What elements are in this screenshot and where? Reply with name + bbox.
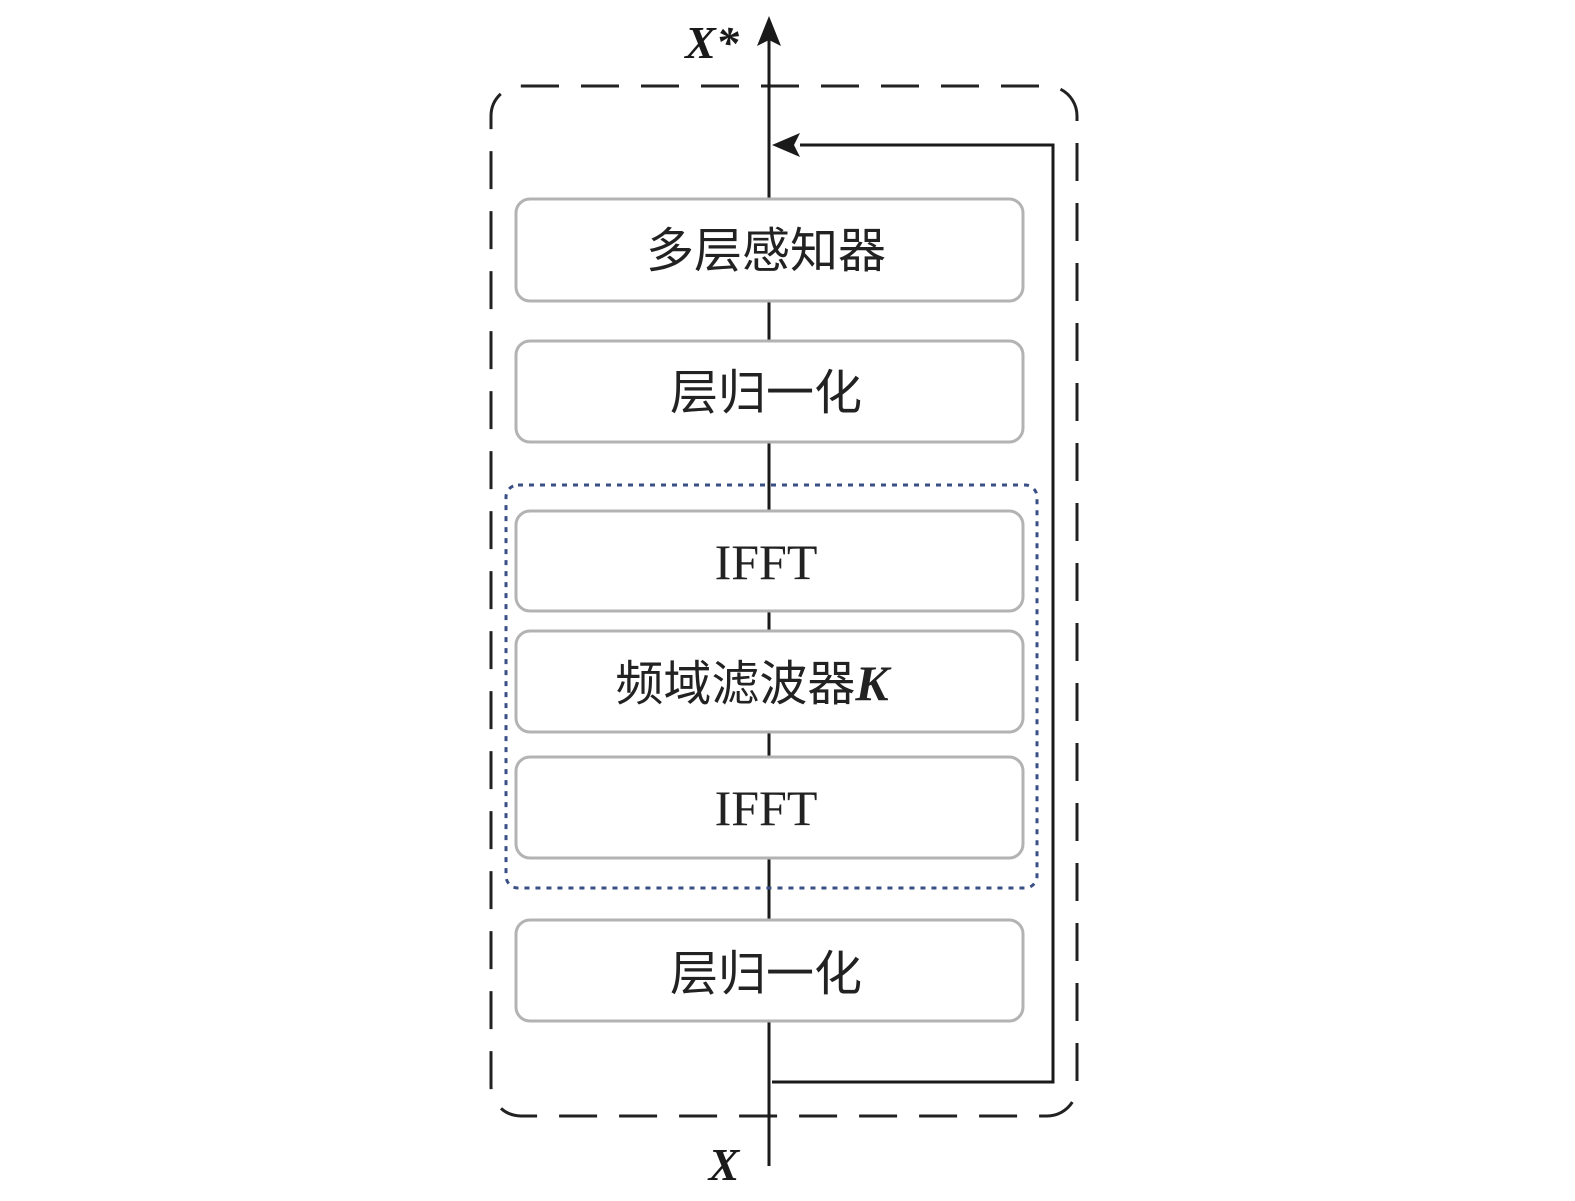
freq-filter-block: 频域滤波器K: [514, 629, 1025, 734]
mlp-label: 多层感知器: [646, 223, 886, 279]
freq-filter-label: 频域滤波器K: [615, 655, 892, 712]
layernorm-bottom-label: 层归一化: [670, 946, 862, 1002]
freq-filter-k-symbol: K: [854, 655, 892, 711]
frequency-domain-group: [504, 483, 1039, 890]
layernorm-bottom-block: 层归一化: [514, 918, 1025, 1023]
output-label: X*: [683, 17, 740, 68]
output-arrowhead: [757, 16, 781, 46]
freq-filter-label-text: 频域滤波器: [615, 656, 855, 712]
residual-connection: [772, 143, 1055, 1084]
layernorm-top-label: 层归一化: [670, 365, 862, 421]
layernorm-top-block: 层归一化: [514, 339, 1025, 444]
ifft-bottom-block: IFFT: [514, 755, 1025, 860]
mlp-block: 多层感知器: [514, 197, 1025, 303]
residual-arrowhead: [772, 133, 800, 157]
ifft-bottom-label: IFFT: [715, 780, 818, 836]
ifft-top-label: IFFT: [715, 534, 818, 590]
outer-dashed-frame: [489, 84, 1079, 1118]
input-label: X: [707, 1139, 741, 1190]
ifft-top-block: IFFT: [514, 509, 1025, 613]
